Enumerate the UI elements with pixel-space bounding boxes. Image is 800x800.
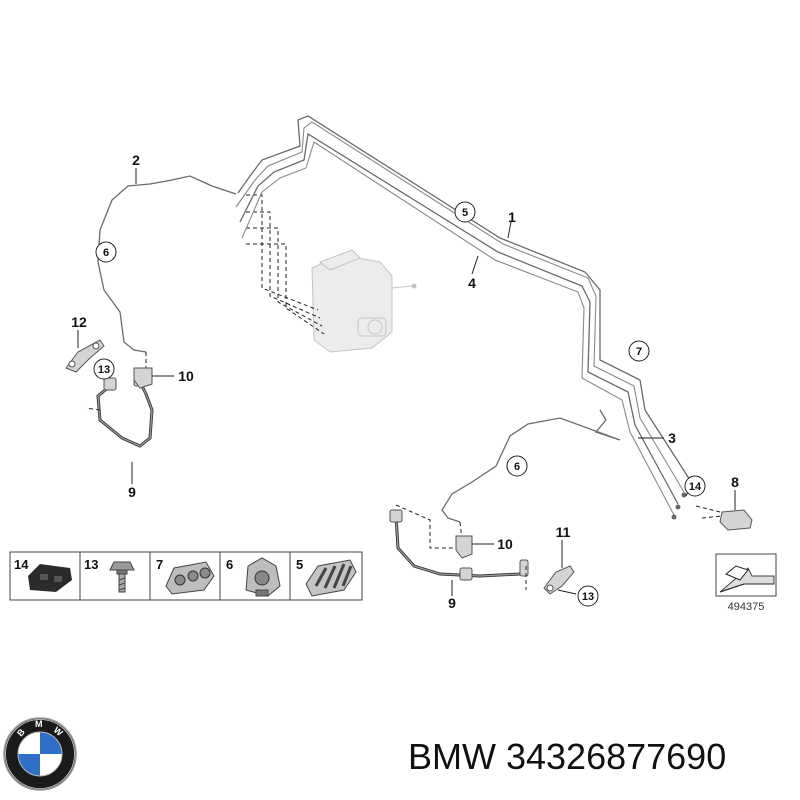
svg-text:6: 6 [514, 461, 520, 473]
triple-pipe-clip-icon [165, 561, 215, 595]
bolt-part-icon [109, 561, 135, 593]
bracket-10-right [455, 535, 473, 559]
bracket-11 [543, 565, 575, 595]
holder-8 [695, 505, 753, 531]
callout-7-circle: 7 [628, 340, 650, 362]
svg-text:14: 14 [689, 481, 702, 493]
bmw-logo: B M W [3, 717, 77, 791]
leader-lines [77, 168, 736, 596]
part-number: 34326877690 [505, 736, 727, 777]
callout-3: 3 [668, 430, 676, 446]
quad-pipe-clip-icon [305, 559, 357, 597]
callout-12: 12 [71, 314, 87, 330]
svg-text:13: 13 [98, 364, 110, 376]
callout-1: 1 [508, 209, 516, 225]
abs-hydraulic-unit [311, 249, 417, 353]
callout-4: 4 [468, 275, 476, 291]
legend-label-6: 6 [226, 557, 233, 572]
callout-10b: 10 [497, 536, 513, 552]
legend-label-7: 7 [156, 557, 163, 572]
callout-9b: 9 [448, 595, 456, 611]
callout-13a-circle: 13 [93, 358, 115, 380]
svg-text:6: 6 [103, 247, 109, 259]
callout-11: 11 [556, 524, 571, 540]
svg-text:7: 7 [636, 346, 642, 358]
svg-text:B: B [15, 726, 27, 738]
parts-legend-strip: 14 13 7 6 5 [9, 551, 363, 601]
single-pipe-clip-icon [245, 557, 281, 597]
svg-text:M: M [35, 719, 43, 729]
main-brake-lines [235, 115, 693, 520]
reference-number: 494375 [728, 601, 765, 613]
callout-5-circle: 5 [454, 201, 476, 223]
reference-box: 494375 [715, 553, 777, 613]
callout-10a: 10 [178, 368, 194, 384]
callout-14-circle: 14 [684, 475, 706, 497]
callout-2: 2 [132, 152, 140, 168]
callout-9a: 9 [128, 484, 136, 500]
left-front-brake-line [97, 175, 237, 368]
callout-8: 8 [731, 474, 739, 490]
legend-label-14: 14 [14, 557, 29, 572]
callout-6a-circle: 6 [95, 241, 117, 263]
clip-part-icon [28, 564, 72, 592]
abs-port-dashes [246, 194, 325, 335]
flex-hose-right [389, 504, 529, 590]
bracket-12 [65, 339, 105, 373]
right-rear-brake-line [441, 409, 621, 541]
legend-label-13: 13 [84, 557, 98, 572]
legend-label-5: 5 [296, 557, 303, 572]
brand-name: BMW [408, 736, 496, 777]
svg-text:5: 5 [462, 207, 468, 219]
bracket-10-left [133, 367, 153, 389]
callout-13b-circle: 13 [577, 585, 599, 607]
callout-6b-circle: 6 [506, 455, 528, 477]
svg-text:13: 13 [582, 591, 594, 603]
